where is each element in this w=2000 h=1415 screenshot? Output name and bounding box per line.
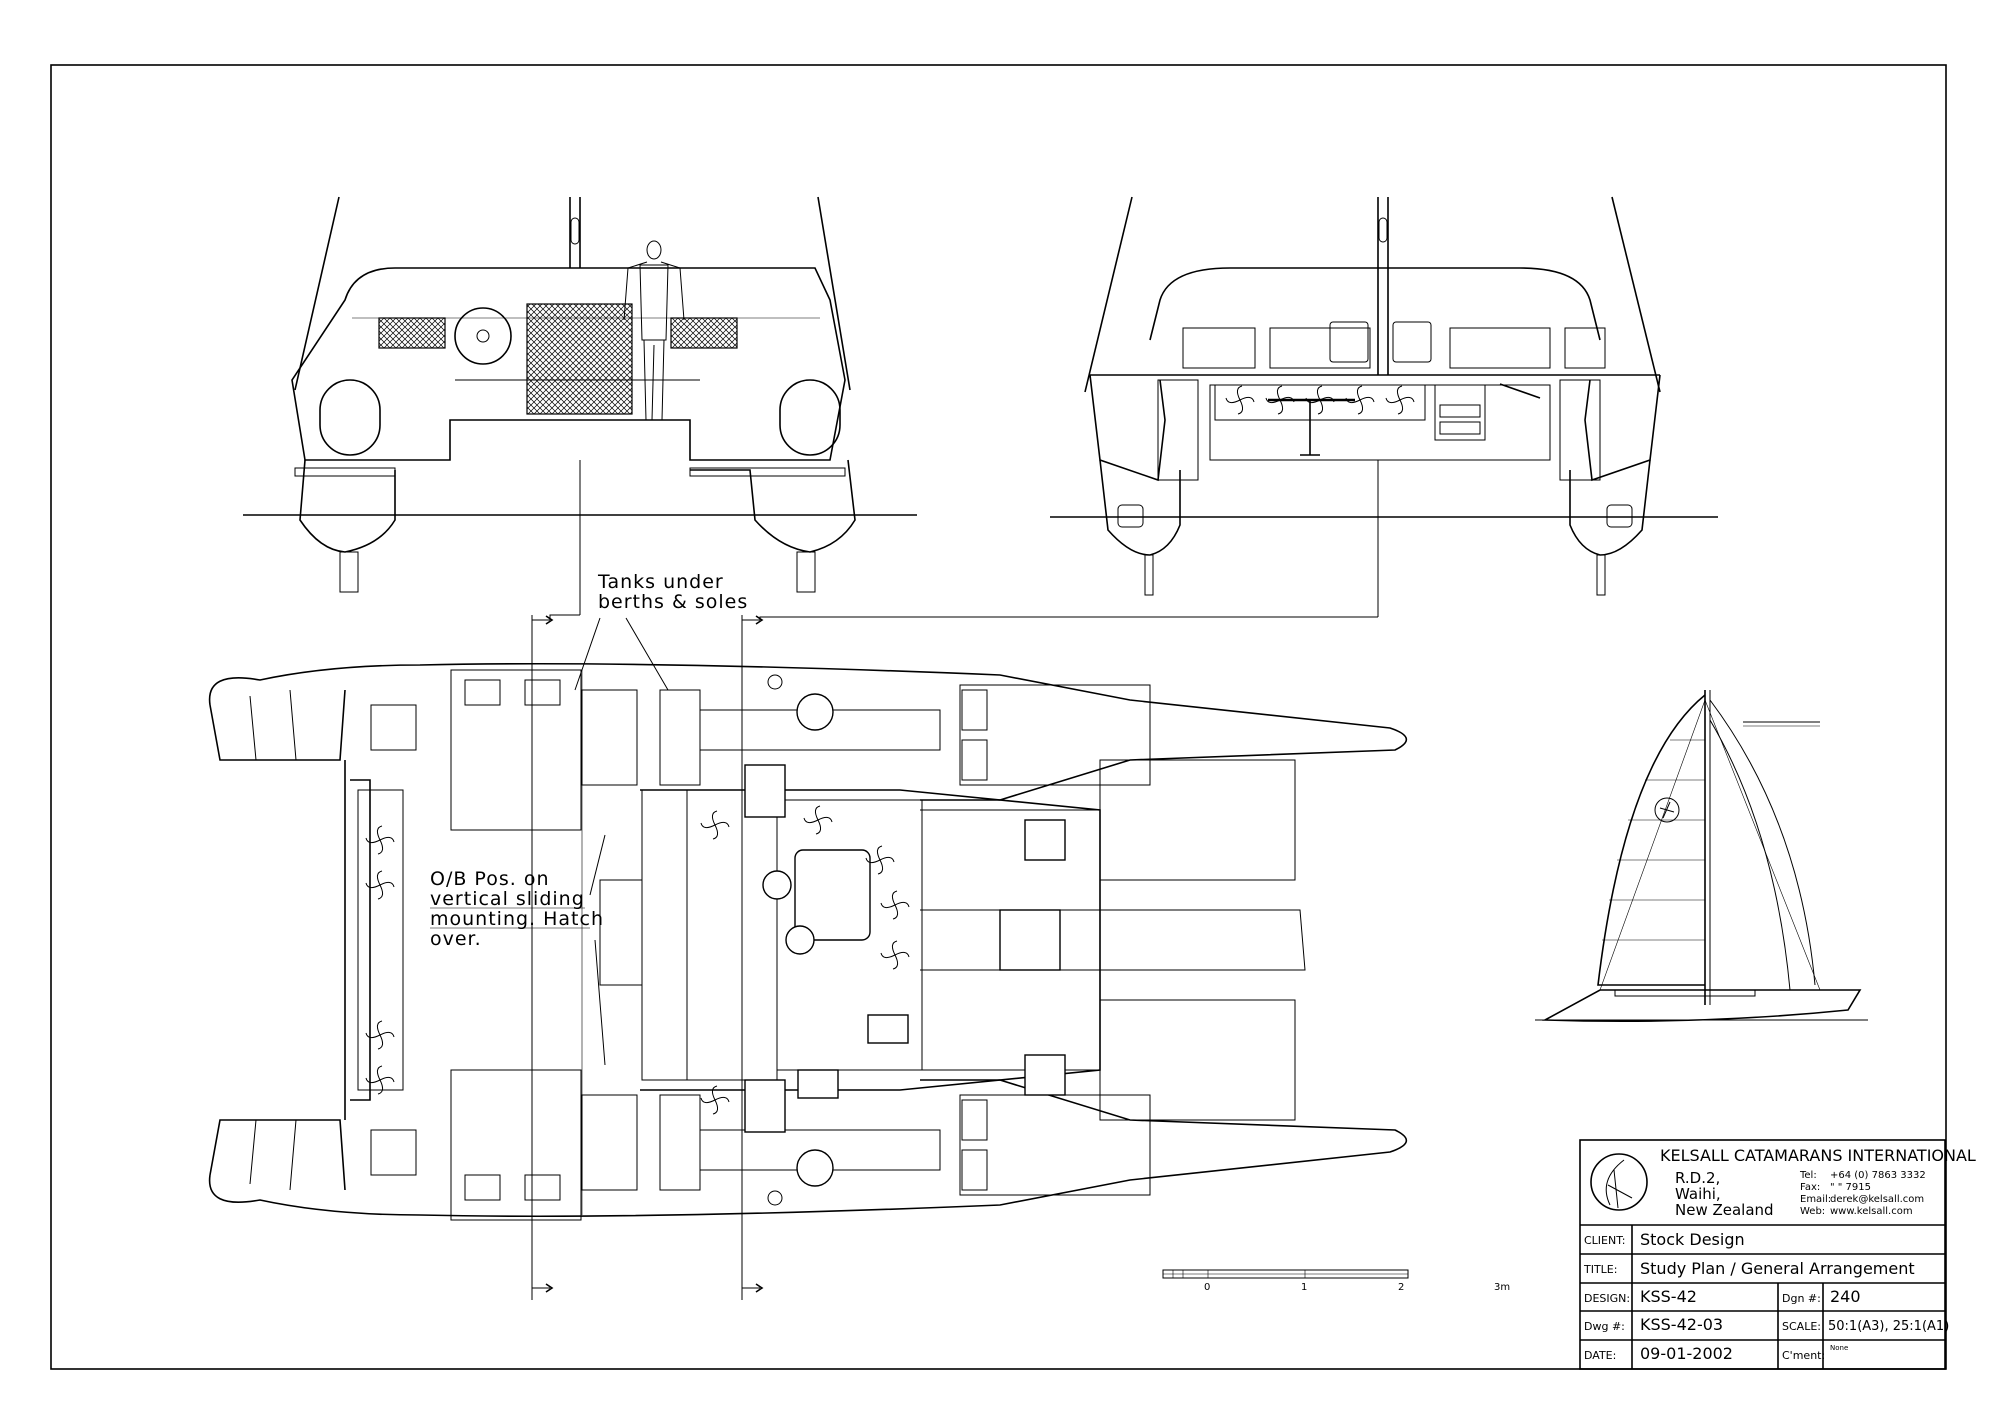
section-markers: [531, 614, 1378, 1300]
date-value: 09-01-2002: [1640, 1344, 1733, 1363]
drawing-border: [50, 64, 1947, 1370]
contact-tel: +64 (0) 7863 3332: [1830, 1170, 1926, 1181]
client-value: Stock Design: [1640, 1230, 1745, 1249]
address-line-1: R.D.2,: [1675, 1169, 1720, 1187]
contact-label-web: Web:: [1800, 1206, 1825, 1217]
date-label: DATE:: [1584, 1349, 1616, 1362]
scale-tick-0: 0: [1204, 1282, 1210, 1293]
scale-value: 50:1(A3), 25:1(A1): [1828, 1319, 1949, 1334]
title-label: TITLE:: [1583, 1263, 1617, 1276]
contact-label-fax: Fax:: [1800, 1182, 1820, 1193]
stern-elevation-view: [243, 196, 917, 615]
scale-tick-3: 3m: [1494, 1282, 1510, 1293]
contact-web: www.kelsall.com: [1830, 1206, 1913, 1217]
ob-note-line2: vertical sliding: [430, 888, 585, 910]
contact-label-tel: Tel:: [1799, 1170, 1817, 1181]
contact-label-email: Email:: [1800, 1194, 1831, 1205]
ob-note-line4: over.: [430, 928, 482, 950]
dwg-label: Dwg #:: [1584, 1320, 1625, 1333]
plan-view: [208, 662, 1408, 1221]
ob-note-line1: O/B Pos. on: [430, 868, 549, 890]
title-block: KELSALL CATAMARANS INTERNATIONAL R.D.2, …: [1579, 1139, 1976, 1370]
contact-email: derek@kelsall.com: [1830, 1194, 1924, 1205]
ob-note-line3: mounting. Hatch: [430, 908, 604, 930]
comment-value: None: [1830, 1344, 1848, 1352]
address-line-3: New Zealand: [1675, 1201, 1774, 1219]
design-value: KSS-42: [1640, 1287, 1697, 1306]
tanks-note-line1: Tanks under: [597, 571, 724, 593]
dwg-value: KSS-42-03: [1640, 1315, 1723, 1334]
section-elevation-view: [1050, 196, 1718, 617]
kelsall-logo-icon: [1590, 1153, 1648, 1211]
title-value: Study Plan / General Arrangement: [1640, 1259, 1915, 1278]
tanks-note-line2: berths & soles: [598, 591, 748, 613]
contact-fax: " " 7915: [1830, 1182, 1871, 1193]
address-line-2: Waihi,: [1675, 1185, 1721, 1203]
client-label: CLIENT:: [1584, 1234, 1625, 1247]
scale-label: SCALE:: [1782, 1320, 1821, 1333]
scale-tick-2: 2: [1398, 1282, 1404, 1293]
company-name: KELSALL CATAMARANS INTERNATIONAL: [1660, 1146, 1976, 1165]
dgn-label: Dgn #:: [1782, 1292, 1821, 1305]
comment-label: C'ment:: [1782, 1349, 1825, 1362]
design-label: DESIGN:: [1584, 1292, 1630, 1305]
sail-profile-view: [1535, 690, 1868, 1023]
scale-bar: 0 1 2 3m: [1162, 1269, 1510, 1293]
annotation-group: Tanks under berths & soles O/B Pos. on v…: [430, 571, 748, 1066]
dgn-value: 240: [1830, 1287, 1861, 1306]
scale-tick-1: 1: [1301, 1282, 1307, 1293]
